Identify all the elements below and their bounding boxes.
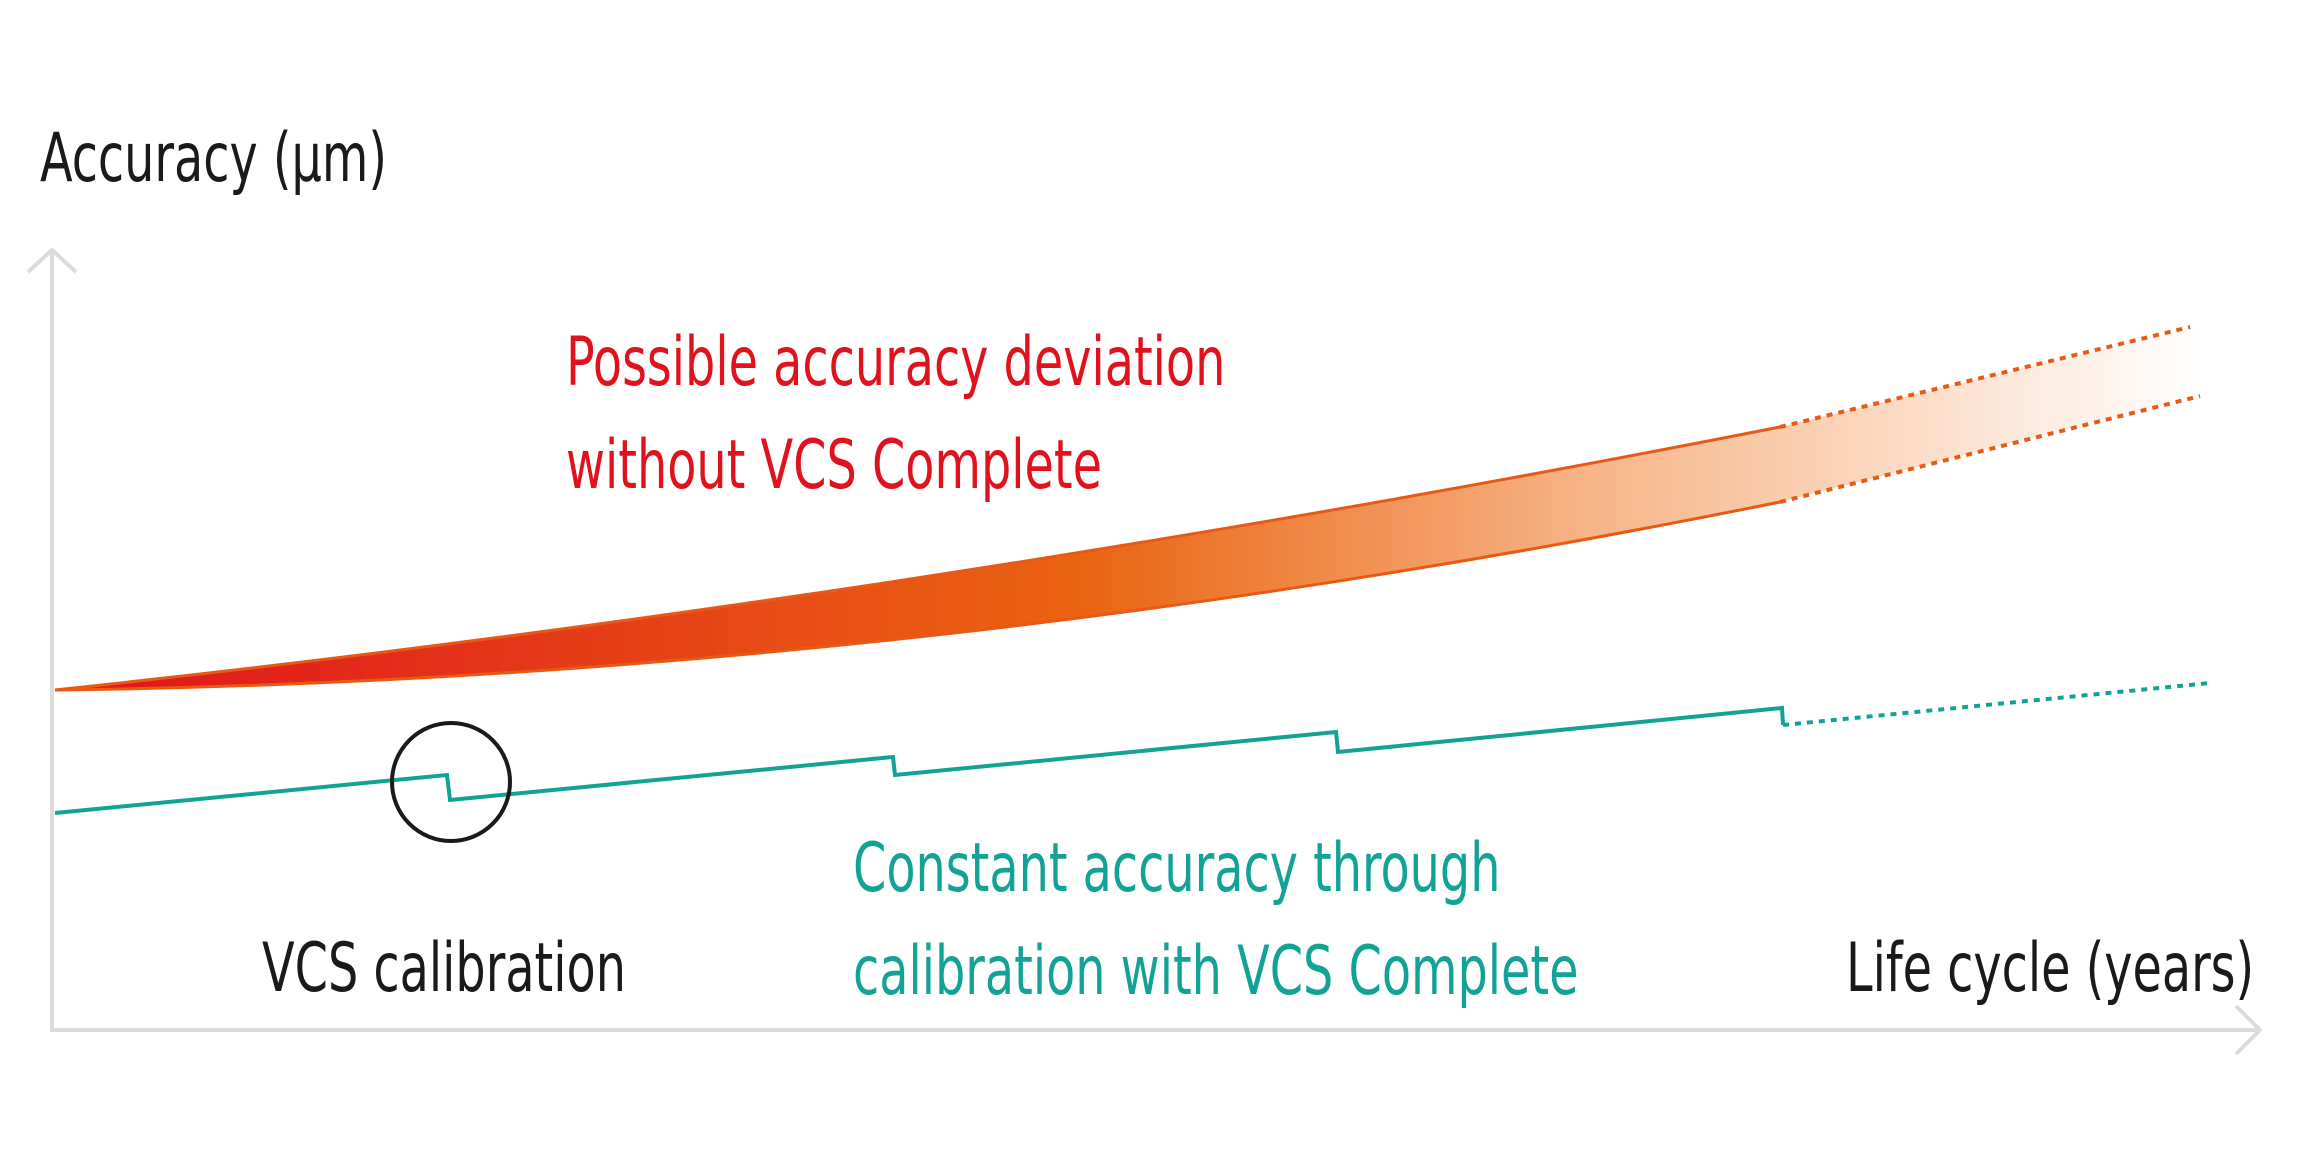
arrow-up-icon [26,247,78,274]
y-axis-label: Accuracy (µm) [40,119,387,198]
deviation-upper-projection [1779,325,2191,429]
circle-marker-icon [390,721,512,843]
constant-annotation-line-2: calibration with VCS Complete [853,932,1579,1011]
deviation-lower-edge [54,500,1781,692]
x-axis-label: Life cycle (years) [1846,929,2255,1008]
constant-accuracy-solid [54,705,1785,815]
axes [26,247,2263,1056]
constant-accuracy-projection [1782,681,2211,727]
deviation-annotation: Possible accuracy deviation without VCS … [566,322,1225,528]
calibration-label: VCS calibration [262,929,626,1008]
deviation-upper-edge [54,425,1781,692]
deviation-band [54,325,2201,692]
deviation-annotation-line-2: without VCS Complete [566,426,1102,505]
arrow-right-icon [2234,1004,2263,1056]
constant-annotation-line-1: Constant accuracy through [853,829,1501,908]
deviation-lower-projection [1779,394,2201,504]
constant-accuracy-line [54,681,2211,815]
deviation-annotation-line-1: Possible accuracy deviation [566,323,1226,402]
constant-annotation: Constant accuracy through calibration wi… [853,828,1578,1034]
